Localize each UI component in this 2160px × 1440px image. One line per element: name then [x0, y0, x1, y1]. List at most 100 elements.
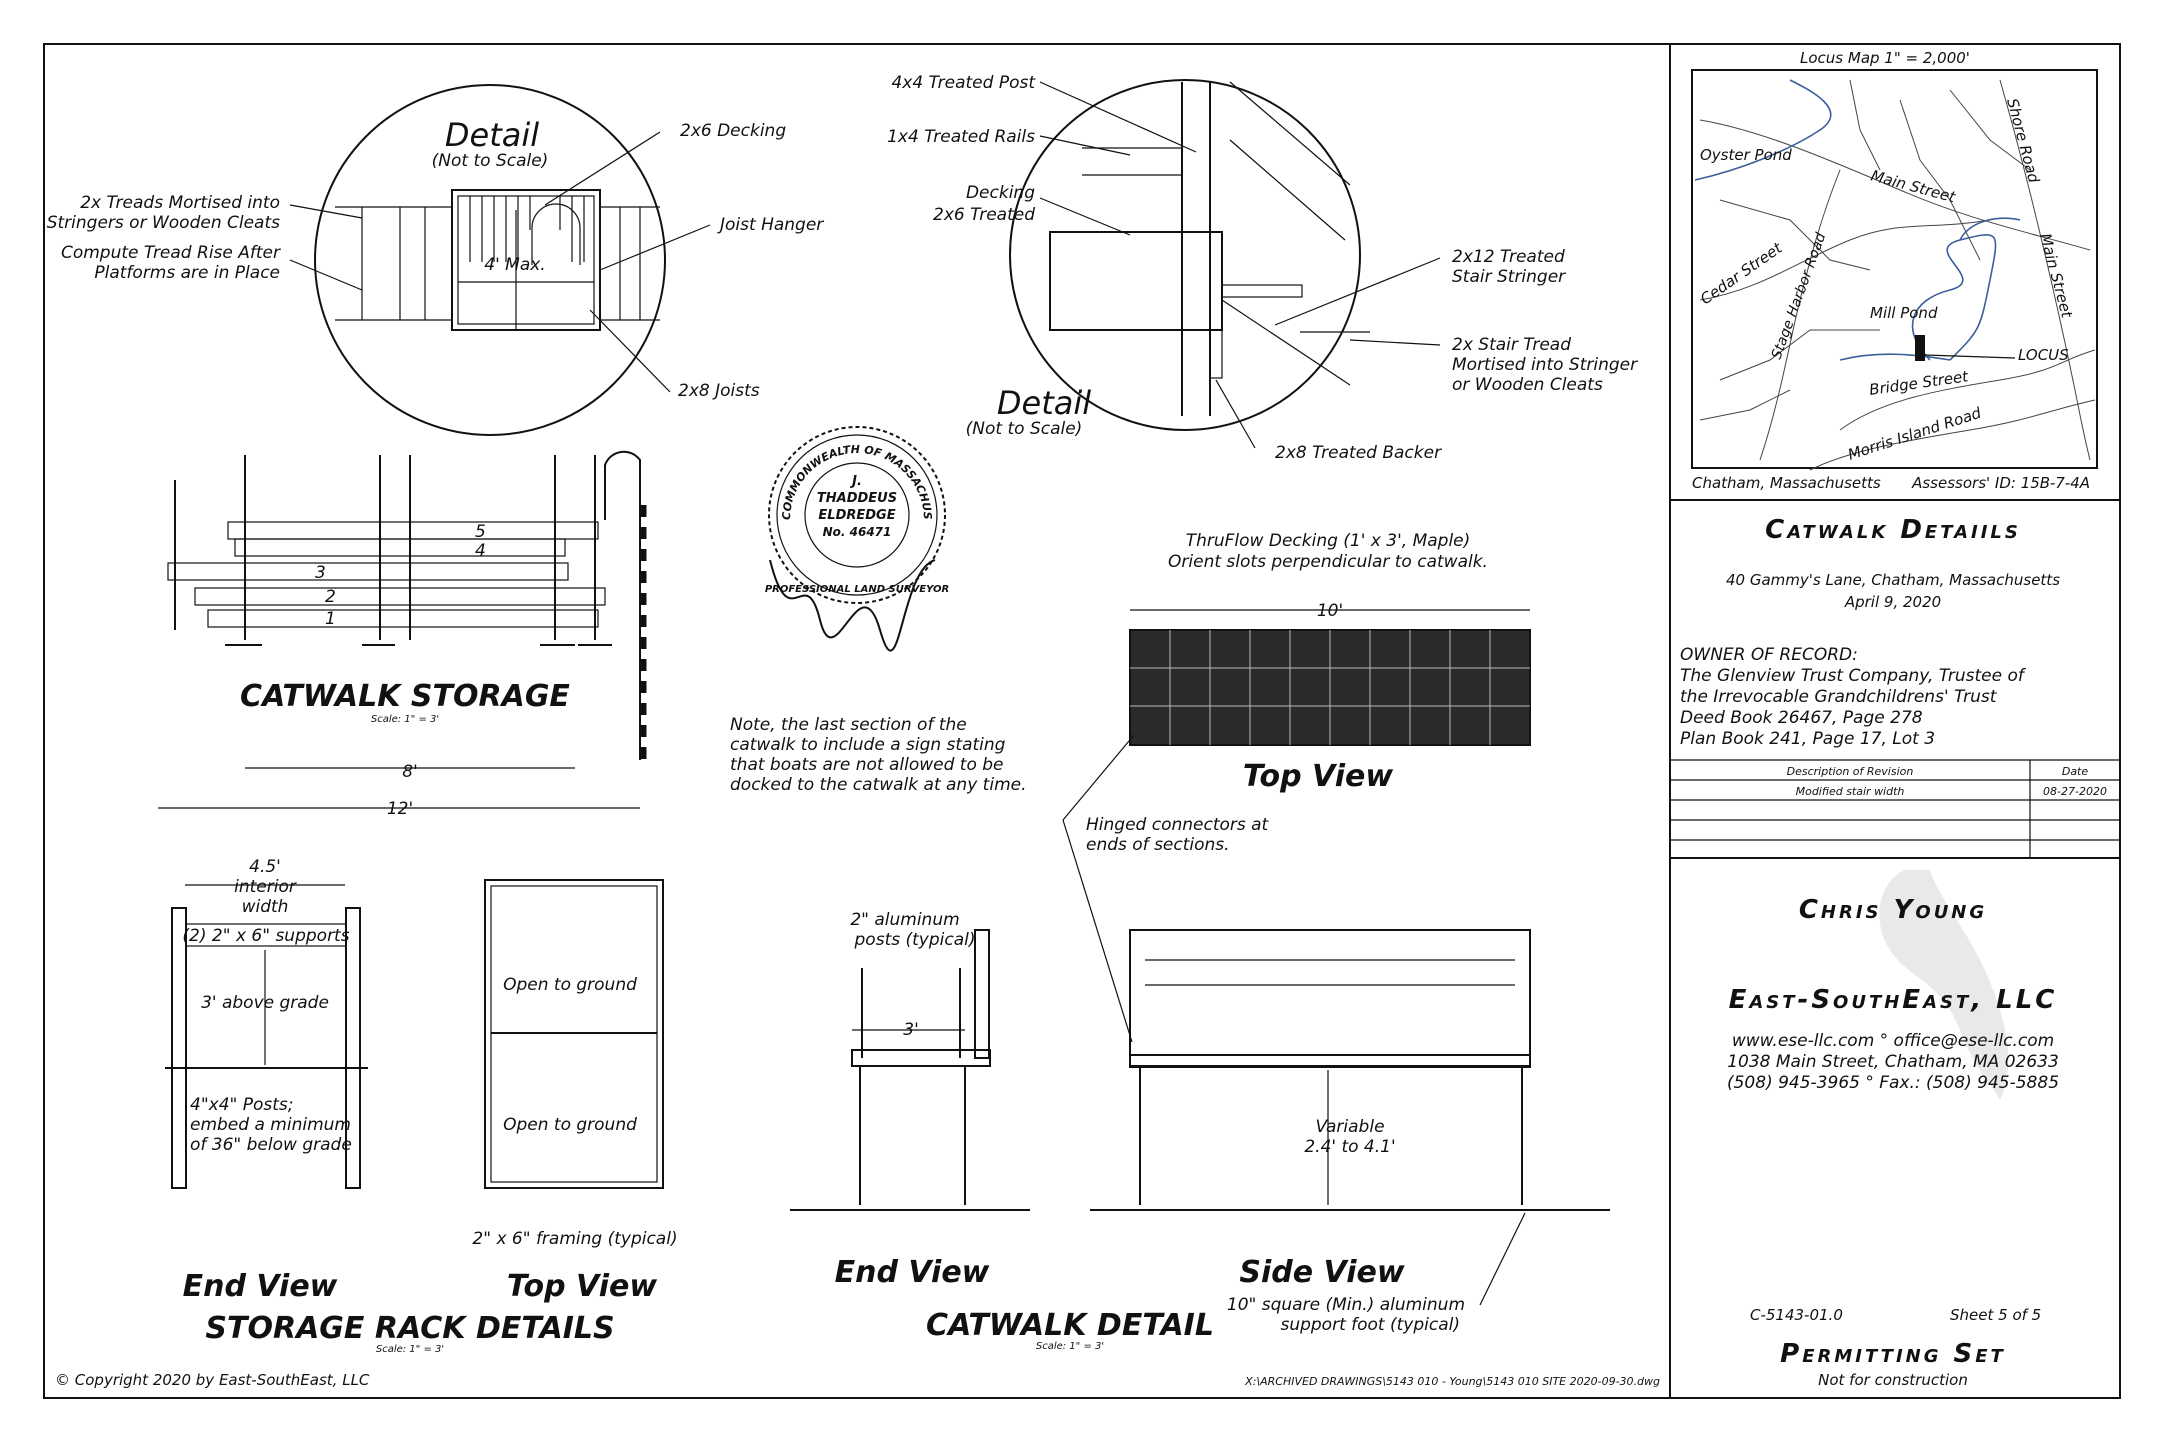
catwalk-storage: 5 4 3 2 1 CATWALK STORAGE Scale: 1" = 3'…: [158, 450, 647, 819]
permitting-set: Permitting Set: [1780, 1339, 2006, 1369]
stair-treads: [361, 207, 641, 320]
seal-role: PROFESSIONAL LAND SURVEYOR: [765, 584, 949, 595]
post-detail-title: Detail: [997, 384, 1091, 422]
backer-label: 2x8 Treated Backer: [1275, 443, 1442, 463]
tread-label-1: 2x Stair Tread: [1452, 335, 1571, 355]
stringer-top: [1229, 81, 1351, 186]
rack-supports-label: (2) 2" x 6" supports: [182, 926, 349, 946]
post-label: 4x4 Treated Post: [891, 73, 1036, 93]
map-oyster-pond: Oyster Pond: [1700, 146, 1792, 164]
rack-width-2: interior: [234, 877, 297, 897]
post-detail: Detail (Not to Scale) 4x4 Treated Post 1…: [887, 73, 1638, 463]
leader-post: [1039, 81, 1197, 153]
map-assessors: Assessors' ID: 15B-7-4A: [1911, 474, 2090, 492]
catwalk-detail-title: CATWALK DETAIL: [926, 1308, 1214, 1343]
end-posts-1: 2" aluminum: [850, 910, 959, 930]
storage-rack-title: STORAGE RACK DETAILS: [205, 1311, 614, 1346]
joists-label: 2x8 Joists: [678, 381, 760, 401]
company-street: 1038 Main Street, Chatham, MA 02633: [1727, 1052, 2059, 1072]
sheet-number: Sheet 5 of 5: [1950, 1306, 2041, 1324]
catwalk-end-view-title: End View: [835, 1255, 990, 1290]
note-line-1: Note, the last section of the: [730, 715, 967, 735]
date-header: Date: [2062, 765, 2089, 778]
map-shore-road: Shore Road: [2003, 96, 2043, 185]
map-roads: [1699, 79, 2096, 471]
rack-top-view: Open to ground Open to ground 2" x 6" fr…: [472, 879, 678, 1304]
sheet-border: [43, 43, 2121, 1399]
hinge-note: Hinged connectors at ends of sections.: [1062, 734, 1270, 1043]
rack-top-view-title: Top View: [507, 1269, 657, 1304]
storage-rack-scale: Scale: 1" = 3': [376, 1344, 444, 1355]
leader-joists: [589, 309, 671, 393]
backer-block: [1209, 329, 1223, 379]
rack-above-label: 3' above grade: [201, 993, 329, 1013]
note-line-3: that boats are not allowed to be: [730, 755, 1004, 775]
decking-slats: [469, 196, 585, 262]
locus-map: Locus Map 1" = 2,000' Oyster Pond Main S…: [1691, 49, 2098, 492]
company-web: www.ese-llc.com ° office@ese-llc.com: [1732, 1031, 2054, 1051]
project-date: April 9, 2020: [1844, 593, 1941, 611]
revision-table: Description of Revision Date Modified st…: [1670, 759, 2120, 858]
rack-framing-label: 2" x 6" framing (typical): [472, 1229, 677, 1249]
hinge-line-1: Hinged connectors at: [1086, 815, 1270, 835]
decking-label-2: 2x6 Treated: [933, 205, 1035, 225]
rack-end-view: 4.5' interior width (2) 2" x 6" supports…: [165, 857, 368, 1304]
note-line-4: docked to the catwalk at any time.: [730, 775, 1027, 795]
rise-label-1: Compute Tread Rise After: [61, 243, 281, 263]
leader-hinge-bottom: [1062, 819, 1133, 1043]
side-var-2: 2.4' to 4.1': [1304, 1137, 1395, 1157]
locus-leader: [1924, 354, 2016, 359]
end-deck: [851, 1049, 991, 1067]
leader-backer: [1215, 379, 1256, 449]
max-label: 4' Max.: [484, 255, 545, 275]
hinge-line-2: ends of sections.: [1086, 835, 1230, 855]
platform-inner: [457, 195, 595, 325]
tread-block: [1221, 284, 1303, 298]
file-path: X:\ARCHIVED DRAWINGS\5143 010 - Young\51…: [1244, 1375, 1660, 1388]
catwalk-note: Note, the last section of the catwalk to…: [730, 715, 1027, 795]
rise-label-2: Platforms are in Place: [94, 263, 280, 283]
disclaimer: Not for construction: [1818, 1371, 1968, 1389]
seal-name-1: J.: [849, 474, 862, 489]
rack-end-view-title: End View: [183, 1269, 338, 1304]
seal-inner-ring: [804, 462, 910, 568]
stack-number-3: 3: [315, 563, 326, 583]
leader-tread: [1349, 339, 1441, 346]
rack-supports-box: [185, 923, 347, 947]
map-morris-island: Morris Island Road: [1846, 404, 1984, 464]
stringer-mid: [1229, 139, 1346, 241]
owner-1: The Glenview Trust Company, Trustee of: [1680, 666, 2027, 686]
dim-8ft-label: 8': [402, 762, 418, 782]
map-mill-pond: Mill Pond: [1870, 304, 1938, 322]
leader-hinge-top: [1062, 734, 1135, 821]
post-detail-subtitle: (Not to Scale): [966, 419, 1083, 439]
client-name: Chris Young: [1799, 895, 1987, 925]
deed: Deed Book 26467, Page 278: [1680, 708, 1923, 728]
tread-label-2: Mortised into Stringer: [1452, 355, 1638, 375]
stair-detail-circle: [314, 84, 666, 436]
plan: Plan Book 241, Page 17, Lot 3: [1680, 729, 1935, 749]
map-cedar-street: Cedar Street: [1697, 238, 1786, 308]
seal-name-2: THADDEUS: [817, 491, 897, 506]
side-var-1: Variable: [1315, 1117, 1384, 1137]
project-address: 40 Gammy's Lane, Chatham, Massachusetts: [1726, 571, 2060, 589]
seal-ring: [776, 434, 938, 596]
tread-label-3: or Wooden Cleats: [1452, 375, 1603, 395]
catwalk-detail-scale: Scale: 1" = 3': [1036, 1341, 1104, 1352]
copyright: © Copyright 2020 by East-SouthEast, LLC: [55, 1371, 370, 1389]
locus-map-title: Locus Map 1" = 2,000': [1800, 49, 1970, 67]
title-block: Catwalk Detaiils 40 Gammy's Lane, Chatha…: [1670, 515, 2120, 1389]
stack-number-2: 2: [325, 587, 336, 607]
stack-number-4: 4: [475, 541, 486, 561]
leader-hanger: [599, 224, 711, 271]
catwalk-end-view: 2" aluminum posts (typical) 3' End View: [790, 910, 1030, 1290]
end-dim-label: 3': [903, 1020, 919, 1040]
storage-posts: [174, 455, 596, 640]
seal-name-3: ELDREDGE: [818, 508, 895, 523]
section-2: [194, 587, 606, 606]
leader-decking: [544, 131, 661, 206]
rack-posts-3: of 36" below grade: [190, 1135, 352, 1155]
decking-spec-1: ThruFlow Decking (1' x 3', Maple): [1186, 531, 1471, 551]
note-line-2: catwalk to include a sign stating: [730, 735, 1006, 755]
